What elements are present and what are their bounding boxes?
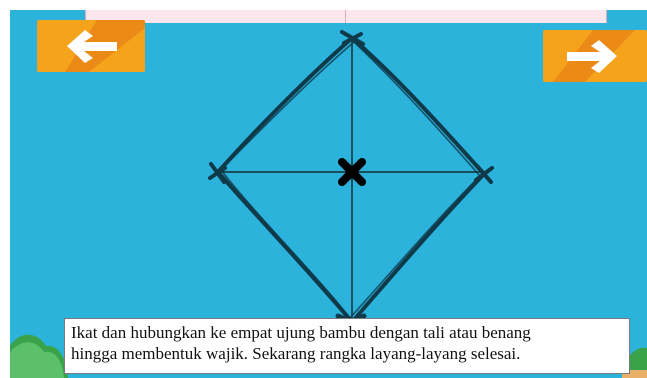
caption-line-1: Ikat dan hubungkan ke empat ujung bambu … — [71, 322, 623, 343]
left-hill — [10, 328, 70, 378]
caption-line-2: hingga membentuk wajik. Sekarang rangka … — [71, 343, 623, 364]
string-outline-second-pass — [221, 42, 480, 318]
lesson-stage: Ikat dan hubungkan ke empat ujung bambu … — [10, 10, 647, 378]
string-outline — [218, 38, 484, 322]
instruction-caption: Ikat dan hubungkan ke empat ujung bambu … — [64, 318, 630, 374]
